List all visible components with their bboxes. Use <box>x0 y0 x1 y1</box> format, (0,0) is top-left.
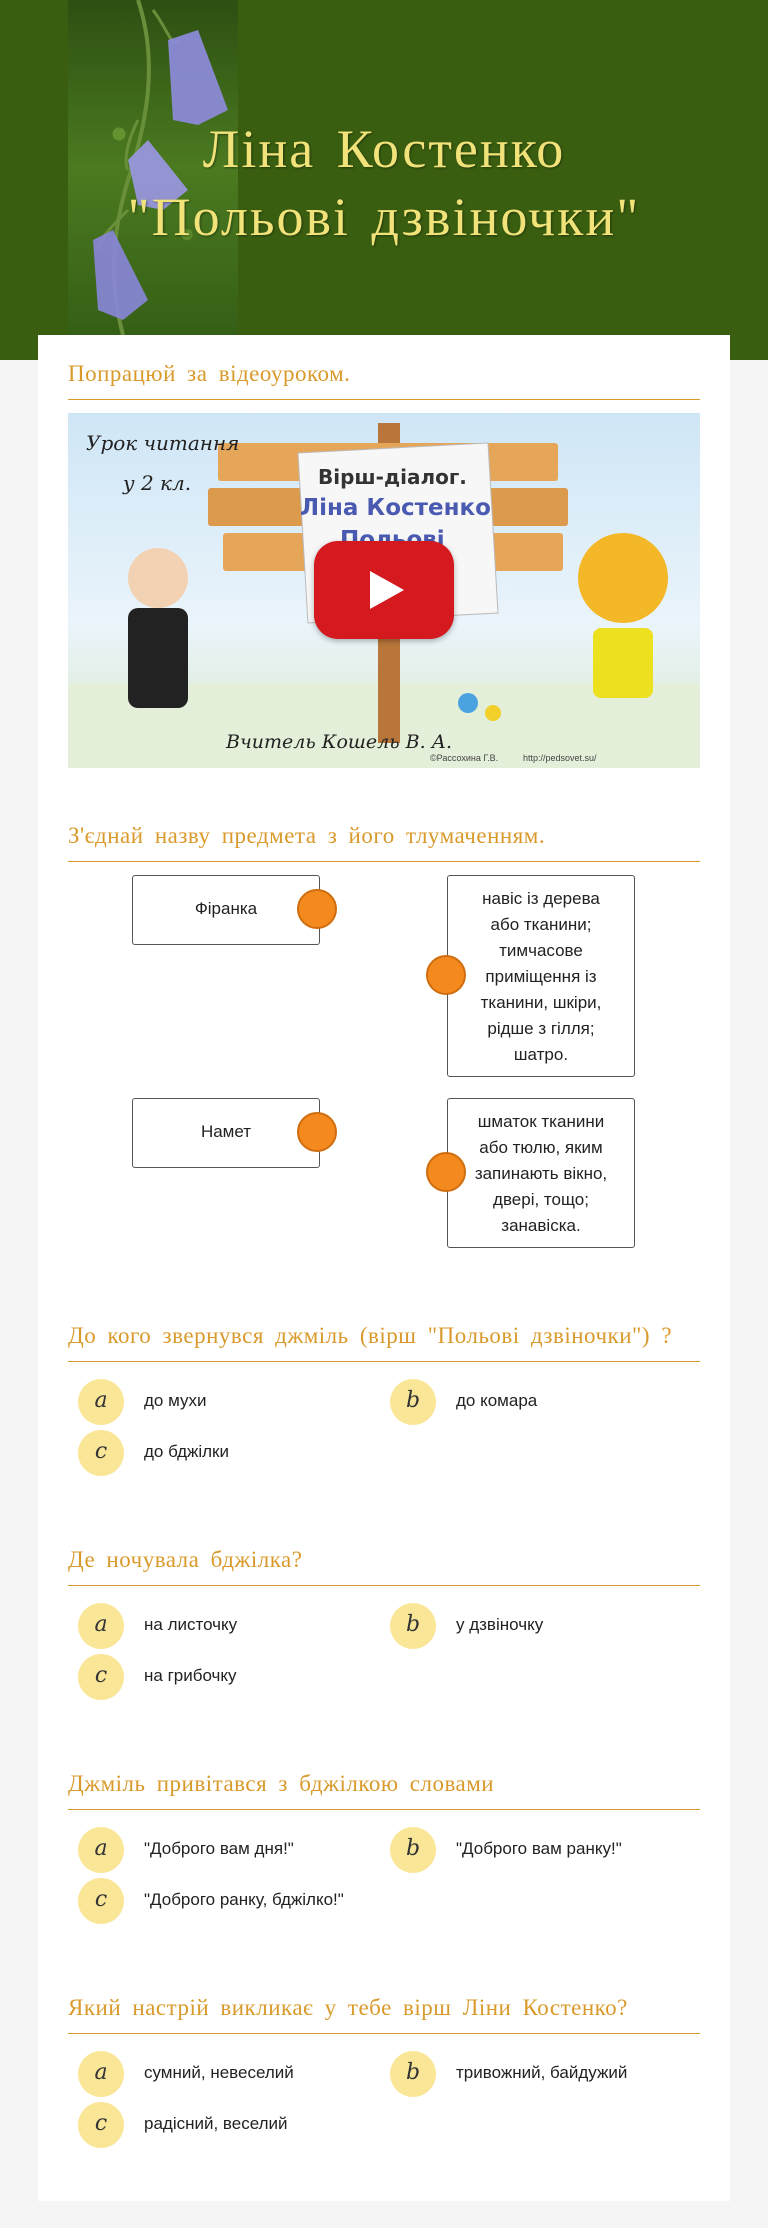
match-right-line: рідше з гілля; <box>487 1019 595 1038</box>
option-label: "Доброго вам дня!" <box>144 1839 294 1858</box>
match-right-line: або тканини; <box>490 915 592 934</box>
match-connector-right[interactable] <box>426 955 466 995</box>
video-teacher: Вчитель Кошель В. А. <box>226 731 453 753</box>
answer-option-b[interactable]: b у дзвіночку <box>390 1603 690 1649</box>
match-right-line: навіс із дерева <box>482 889 600 908</box>
answer-option-b[interactable]: b до комара <box>390 1379 690 1425</box>
title-line-2: "Польові дзвіночки" <box>127 187 641 247</box>
video-credit-2: http://pedsovet.su/ <box>523 753 597 763</box>
option-letter-badge: a <box>78 2051 124 2097</box>
option-letter-badge: b <box>390 1603 436 1649</box>
answer-option-a[interactable]: a "Доброго вам дня!" <box>78 1827 358 1873</box>
option-label: до бджілки <box>144 1442 229 1461</box>
match-section-title: З'єднай назву предмета з його тлумачення… <box>68 823 700 862</box>
video-player[interactable]: Урок читання у 2 кл. Вірш-діалог. Ліна К… <box>68 413 700 768</box>
answer-option-b[interactable]: b "Доброго вам ранку!" <box>390 1827 690 1873</box>
sign-line-2: Ліна Костенко <box>300 495 491 521</box>
option-letter-badge: c <box>78 2102 124 2148</box>
match-right-line: приміщення із <box>485 967 597 986</box>
video-section-title: Попрацюй за відеоуроком. <box>68 361 700 400</box>
page-title: Ліна Костенко "Польові дзвіночки" <box>68 115 700 251</box>
header-banner: Ліна Костенко "Польові дзвіночки" <box>0 0 768 360</box>
option-label: "Доброго вам ранку!" <box>456 1839 622 1858</box>
option-letter-badge: b <box>390 1827 436 1873</box>
match-right-line: двері, тощо; <box>493 1190 589 1209</box>
worksheet-card: Попрацюй за відеоуроком. Урок читання у … <box>38 335 730 2201</box>
option-letter-badge: c <box>78 1654 124 1700</box>
question-title: Де ночувала бджілка? <box>68 1547 700 1586</box>
match-right-line: або тюлю, яким <box>479 1138 603 1157</box>
match-right-line: запинають вікно, <box>474 1164 608 1183</box>
match-left-item[interactable]: Намет <box>132 1098 320 1168</box>
option-label: у дзвіночку <box>456 1615 544 1634</box>
match-connector-left[interactable] <box>297 1112 337 1152</box>
option-label: "Доброго ранку, бджілко!" <box>144 1890 344 1909</box>
option-letter-badge: b <box>390 1379 436 1425</box>
video-handwritten-1: Урок читання <box>86 431 240 455</box>
match-right-line: шматок тканини <box>477 1112 605 1131</box>
question-title: Який настрій викликає у тебе вірш Ліни К… <box>68 1995 700 2034</box>
option-label: до мухи <box>144 1391 207 1410</box>
play-button[interactable] <box>314 541 454 639</box>
option-label: на грибочку <box>144 1666 237 1685</box>
match-left-label: Намет <box>200 1122 252 1141</box>
answer-option-c[interactable]: c радісний, веселий <box>78 2102 358 2148</box>
option-label: сумний, невеселий <box>144 2063 294 2082</box>
answer-option-a[interactable]: a до мухи <box>78 1379 358 1425</box>
match-connector-left[interactable] <box>297 889 337 929</box>
question-title: До кого звернувся джміль (вірш "Польові … <box>68 1323 700 1362</box>
option-letter-badge: c <box>78 1430 124 1476</box>
match-right-line: тканини, шкіри, <box>480 993 602 1012</box>
answer-option-b[interactable]: b тривожний, байдужий <box>390 2051 690 2097</box>
play-icon <box>370 571 404 609</box>
option-letter-badge: a <box>78 1603 124 1649</box>
answer-option-c[interactable]: c "Доброго ранку, бджілко!" <box>78 1878 418 1924</box>
answer-option-c[interactable]: c на грибочку <box>78 1654 358 1700</box>
match-right-item[interactable]: навіс із дерева або тканини; тимчасове п… <box>447 875 635 1077</box>
match-left-label: Фіранка <box>194 899 258 918</box>
answer-option-a[interactable]: a на листочку <box>78 1603 358 1649</box>
bellflower-photo <box>68 0 238 336</box>
option-letter-badge: c <box>78 1878 124 1924</box>
match-left-item[interactable]: Фіранка <box>132 875 320 945</box>
sign-line-1: Вірш-діалог. <box>318 465 467 489</box>
answer-option-a[interactable]: a сумний, невеселий <box>78 2051 358 2097</box>
option-label: радісний, веселий <box>144 2114 288 2133</box>
match-right-line: занавіска. <box>501 1216 581 1235</box>
option-letter-badge: a <box>78 1827 124 1873</box>
match-connector-right[interactable] <box>426 1152 466 1192</box>
option-letter-badge: a <box>78 1379 124 1425</box>
answer-option-c[interactable]: c до бджілки <box>78 1430 358 1476</box>
video-credit-1: ©Рассохина Г.В. <box>430 753 499 763</box>
option-label: тривожний, байдужий <box>456 2063 628 2082</box>
title-line-1: Ліна Костенко <box>202 119 566 179</box>
video-handwritten-2: у 2 кл. <box>123 471 192 495</box>
match-right-line: тимчасове <box>499 941 583 960</box>
match-right-line: шатро. <box>513 1045 569 1064</box>
option-label: до комара <box>456 1391 538 1410</box>
bellflower-icon <box>93 0 228 336</box>
option-label: на листочку <box>144 1615 238 1634</box>
question-title: Джміль привітався з бджілкою словами <box>68 1771 700 1810</box>
option-letter-badge: b <box>390 2051 436 2097</box>
match-right-item[interactable]: шматок тканини або тюлю, яким запинають … <box>447 1098 635 1248</box>
